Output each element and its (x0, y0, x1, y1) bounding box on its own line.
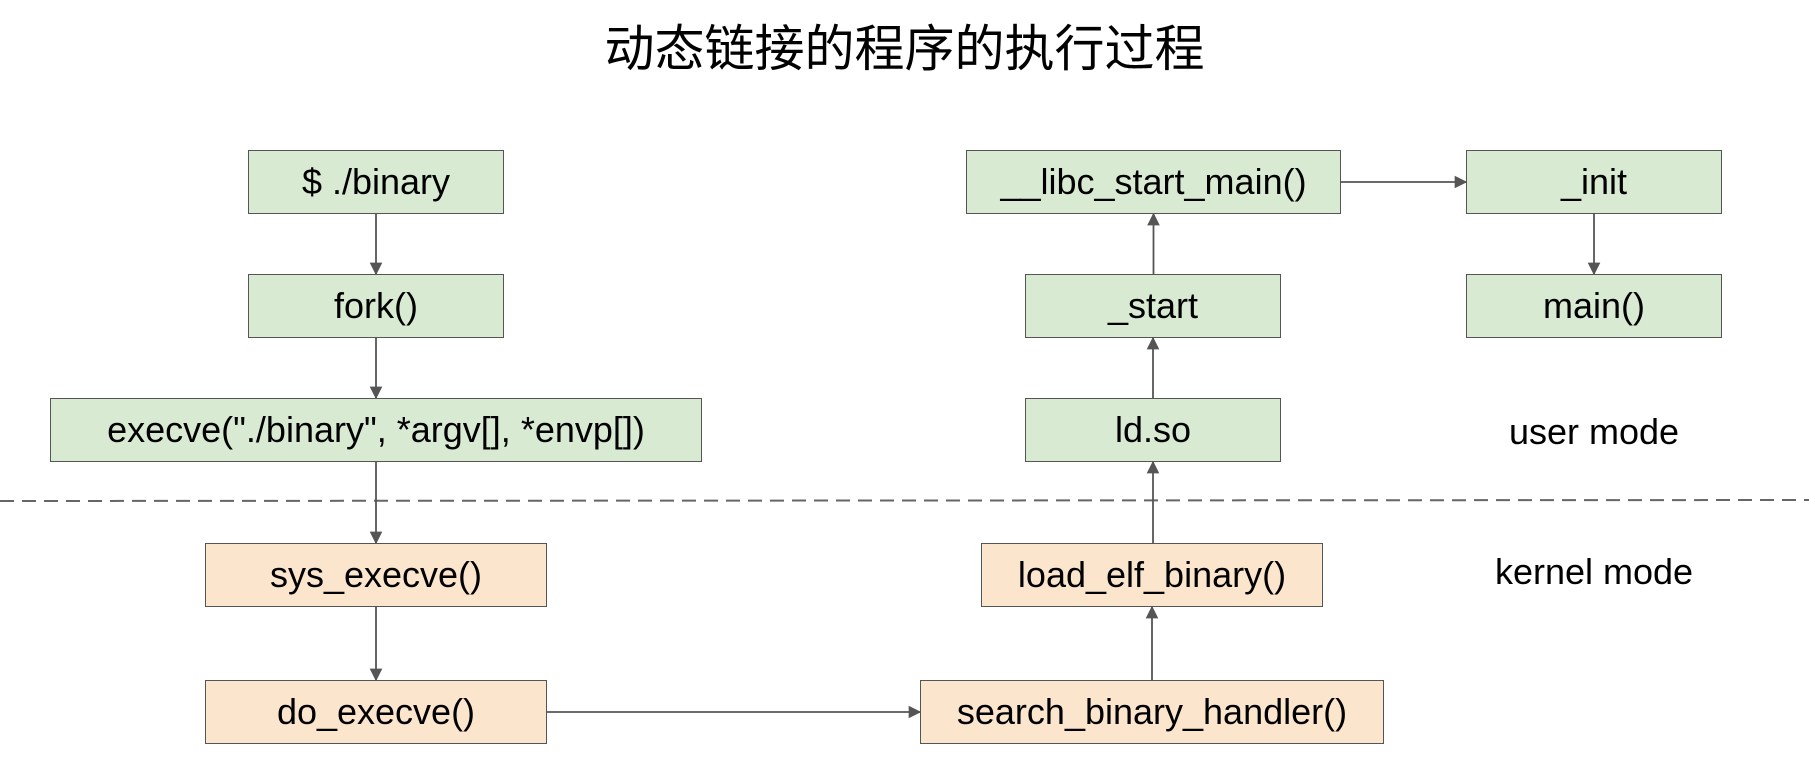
node-sys-execve: sys_execve() (205, 543, 547, 607)
node-execve: execve("./binary", *argv[], *envp[]) (50, 398, 702, 462)
node-fork: fork() (248, 274, 504, 338)
node-binary-command: $ ./binary (248, 150, 504, 214)
diagram-title: 动态链接的程序的执行过程 (604, 20, 1205, 78)
node-do-execve: do_execve() (205, 680, 547, 744)
node-init: _init (1466, 150, 1722, 214)
mode-divider (0, 499, 1809, 502)
node-ld-so: ld.so (1025, 398, 1281, 462)
node-start: _start (1025, 274, 1281, 338)
node-main: main() (1466, 274, 1722, 338)
node-load-elf-binary: load_elf_binary() (981, 543, 1323, 607)
edge-group (369, 175, 1601, 719)
user-mode-label: user mode (1508, 411, 1680, 452)
node-search-binary-handler: search_binary_handler() (920, 680, 1384, 744)
kernel-mode-label: kernel mode (1494, 551, 1694, 592)
node-libc-start-main: __libc_start_main() (966, 150, 1341, 214)
